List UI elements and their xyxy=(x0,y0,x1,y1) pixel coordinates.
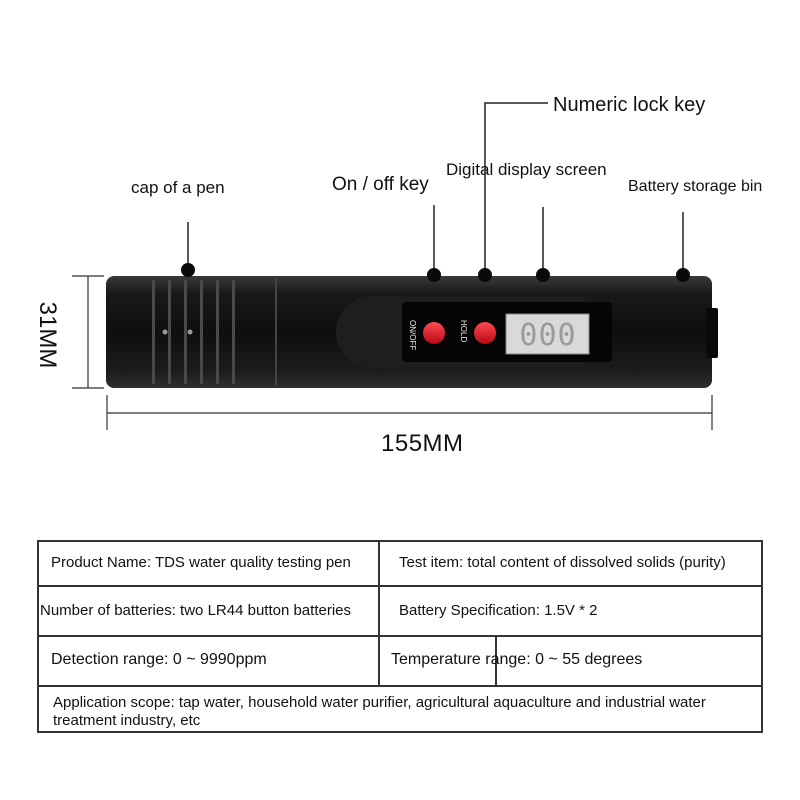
on-off-button[interactable] xyxy=(423,322,445,344)
lcd-readout: 000 xyxy=(519,318,576,353)
cap-dot xyxy=(187,329,193,335)
height-dimension-label: 31MM xyxy=(34,301,61,369)
callout-dot-battery xyxy=(676,268,690,282)
length-dimension-label: 155MM xyxy=(381,430,464,457)
spec-test-item: Test item: total content of dissolved so… xyxy=(399,554,726,571)
spec-detection-range: Detection range: 0 ~ 9990ppm xyxy=(51,651,267,668)
callout-cap-label: cap of a pen xyxy=(131,178,225,197)
spec-application-scope-cont: treatment industry, etc xyxy=(53,712,201,729)
spec-temperature-range: Temperature range: 0 ~ 55 degrees xyxy=(391,651,643,668)
tds-pen-illustration: ON/OFF HOLD 000 xyxy=(72,102,718,430)
callout-on-off-key-label: On / off key xyxy=(332,174,429,195)
spec-battery-specification: Battery Specification: 1.5V * 2 xyxy=(399,601,598,619)
callout-line-lock xyxy=(484,102,548,275)
cap-grip-grooves xyxy=(152,280,235,384)
callout-lock-key-label: Numeric lock key xyxy=(553,94,706,116)
callout-display-label: Digital display screen xyxy=(446,160,607,179)
pen-end-cap xyxy=(706,308,718,358)
callout-dot-display xyxy=(536,268,550,282)
height-dimension-lines xyxy=(72,275,104,389)
spec-row: Product Name: TDS water quality testing … xyxy=(37,540,763,585)
callout-dot-lock xyxy=(478,268,492,282)
spec-row: Number of batteries: two LR44 button bat… xyxy=(37,585,763,635)
callout-dot-cap xyxy=(181,263,195,277)
spec-row: Application scope: tap water, household … xyxy=(37,685,763,731)
spec-row: Detection range: 0 ~ 9990ppm Temperature… xyxy=(37,635,763,685)
callout-battery-bin-label: Battery storage bin xyxy=(628,178,763,195)
hold-button-label: HOLD xyxy=(459,320,468,342)
cap-dot xyxy=(162,329,168,335)
lcd-screen xyxy=(505,313,590,355)
spec-table: Product Name: TDS water quality testing … xyxy=(37,540,763,733)
hold-button[interactable] xyxy=(474,322,496,344)
spec-batteries: Number of batteries: two LR44 button bat… xyxy=(40,601,352,619)
length-dimension-lines xyxy=(106,395,713,430)
callout-dot-on-off xyxy=(427,268,441,282)
spec-product-name: Product Name: TDS water quality testing … xyxy=(51,554,351,571)
spec-application-scope: Application scope: tap water, household … xyxy=(53,694,706,711)
on-off-button-label: ON/OFF xyxy=(408,320,417,350)
